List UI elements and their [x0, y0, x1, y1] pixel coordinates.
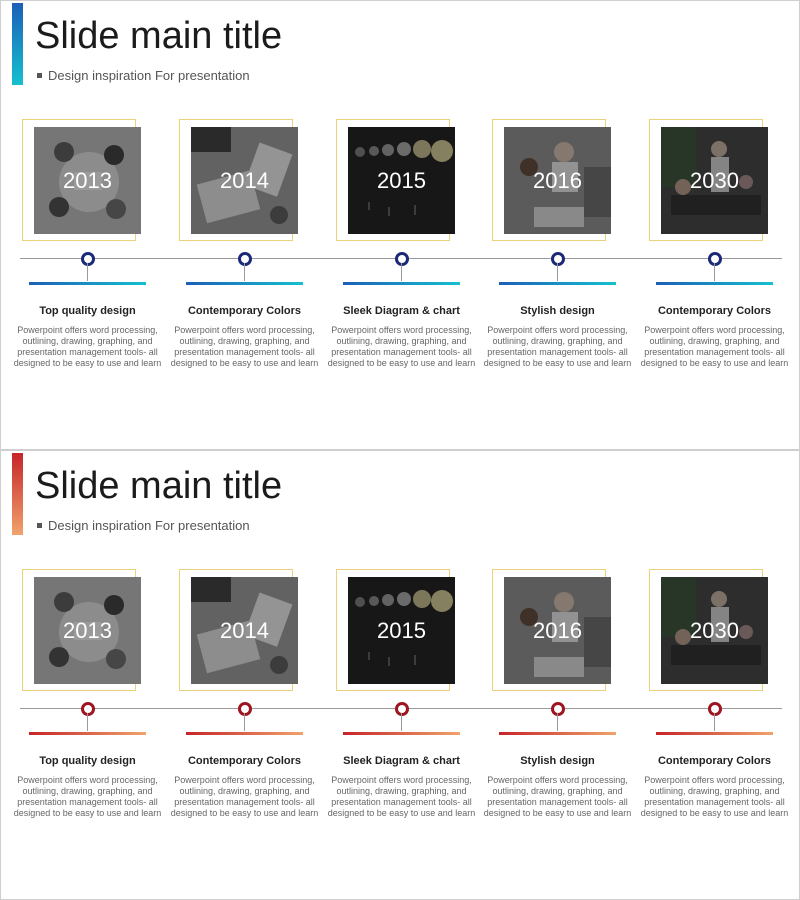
gradient-underline [29, 282, 146, 285]
item-heading: Stylish design [520, 305, 595, 317]
gradient-underline [656, 732, 773, 735]
photo-office-meeting [661, 577, 768, 684]
timeline-dot [708, 252, 722, 266]
gradient-underline [499, 732, 616, 735]
year-label: 2030 [690, 168, 739, 193]
photo-office-meeting [661, 127, 768, 234]
timeline-stem [401, 263, 402, 281]
timeline-stem [87, 263, 88, 281]
item-description: Powerpoint offers word processing, outli… [483, 775, 632, 818]
slide-title: Slide main title [35, 15, 283, 57]
timeline-stem [714, 713, 715, 731]
photo-team-meeting [34, 577, 141, 684]
timeline-dot [551, 702, 565, 716]
bullet-icon [37, 73, 42, 78]
year-label: 2014 [220, 618, 269, 643]
year-label: 2013 [63, 618, 112, 643]
item-heading: Contemporary Colors [187, 305, 302, 317]
timeline-dot [551, 252, 565, 266]
timeline-item: 2013 Top quality design Powerpoint offer… [14, 569, 190, 849]
item-heading: Stylish design [520, 755, 595, 767]
timeline-item: 2016 Stylish design Powerpoint offers wo… [484, 119, 660, 399]
item-description: Powerpoint offers word processing, outli… [327, 325, 476, 368]
accent-bar [12, 3, 23, 85]
timeline-stem [87, 713, 88, 731]
item-description: Powerpoint offers word processing, outli… [170, 325, 319, 368]
timeline-stem [557, 713, 558, 731]
timeline-item: 2030 Contemporary Colors Powerpoint offe… [641, 569, 799, 849]
item-description: Powerpoint offers word processing, outli… [13, 775, 162, 818]
item-description: Powerpoint offers word processing, outli… [170, 775, 319, 818]
year-label: 2030 [690, 618, 739, 643]
slide-red: Slide main title Design inspiration For … [0, 450, 800, 900]
item-description: Powerpoint offers word processing, outli… [13, 325, 162, 368]
gradient-underline [343, 282, 460, 285]
item-heading: Sleek Diagram & chart [343, 305, 460, 317]
accent-bar [12, 453, 23, 535]
slide-subtitle: Design inspiration For presentation [37, 68, 250, 83]
year-label: 2014 [220, 168, 269, 193]
timeline-item: 2030 Contemporary Colors Powerpoint offe… [641, 119, 799, 399]
subtitle-text: Design inspiration For presentation [48, 68, 250, 83]
item-description: Powerpoint offers word processing, outli… [640, 325, 789, 368]
timeline-dot [395, 702, 409, 716]
timeline-item: 2013 Top quality design Powerpoint offer… [14, 119, 190, 399]
timeline-dot [81, 252, 95, 266]
timeline-item: 2015 Sleek Diagram & chart Powerpoint of… [328, 569, 504, 849]
timeline-item: 2015 Sleek Diagram & chart Powerpoint of… [328, 119, 504, 399]
item-description: Powerpoint offers word processing, outli… [640, 775, 789, 818]
item-description: Powerpoint offers word processing, outli… [483, 325, 632, 368]
timeline-dot [238, 252, 252, 266]
timeline-stem [244, 713, 245, 731]
item-heading: Sleek Diagram & chart [343, 755, 460, 767]
subtitle-text: Design inspiration For presentation [48, 518, 250, 533]
gradient-underline [29, 732, 146, 735]
photo-laptop-team [504, 127, 611, 234]
year-label: 2016 [533, 168, 582, 193]
slide-subtitle: Design inspiration For presentation [37, 518, 250, 533]
photo-team-meeting [34, 127, 141, 234]
photo-desk-papers [191, 577, 298, 684]
timeline-item: 2014 Contemporary Colors Powerpoint offe… [171, 119, 347, 399]
item-heading: Contemporary Colors [657, 305, 772, 317]
slide-blue: Slide main title Design inspiration For … [0, 0, 800, 450]
timeline-dot [708, 702, 722, 716]
photo-laptop-team [504, 577, 611, 684]
photo-lightbulbs [348, 577, 455, 684]
item-heading: Top quality design [39, 305, 136, 317]
photo-lightbulbs [348, 127, 455, 234]
year-label: 2015 [377, 168, 426, 193]
year-label: 2015 [377, 618, 426, 643]
timeline-dot [395, 252, 409, 266]
timeline-stem [557, 263, 558, 281]
gradient-underline [499, 282, 616, 285]
gradient-underline [186, 282, 303, 285]
timeline-dot [238, 702, 252, 716]
item-heading: Contemporary Colors [657, 755, 772, 767]
item-description: Powerpoint offers word processing, outli… [327, 775, 476, 818]
timeline-stem [714, 263, 715, 281]
timeline-dot [81, 702, 95, 716]
slide-title: Slide main title [35, 465, 283, 507]
gradient-underline [186, 732, 303, 735]
timeline-stem [401, 713, 402, 731]
gradient-underline [343, 732, 460, 735]
photo-desk-papers [191, 127, 298, 234]
bullet-icon [37, 523, 42, 528]
year-label: 2013 [63, 168, 112, 193]
item-heading: Contemporary Colors [187, 755, 302, 767]
item-heading: Top quality design [39, 755, 136, 767]
timeline-stem [244, 263, 245, 281]
gradient-underline [656, 282, 773, 285]
year-label: 2016 [533, 618, 582, 643]
timeline-item: 2016 Stylish design Powerpoint offers wo… [484, 569, 660, 849]
timeline-item: 2014 Contemporary Colors Powerpoint offe… [171, 569, 347, 849]
